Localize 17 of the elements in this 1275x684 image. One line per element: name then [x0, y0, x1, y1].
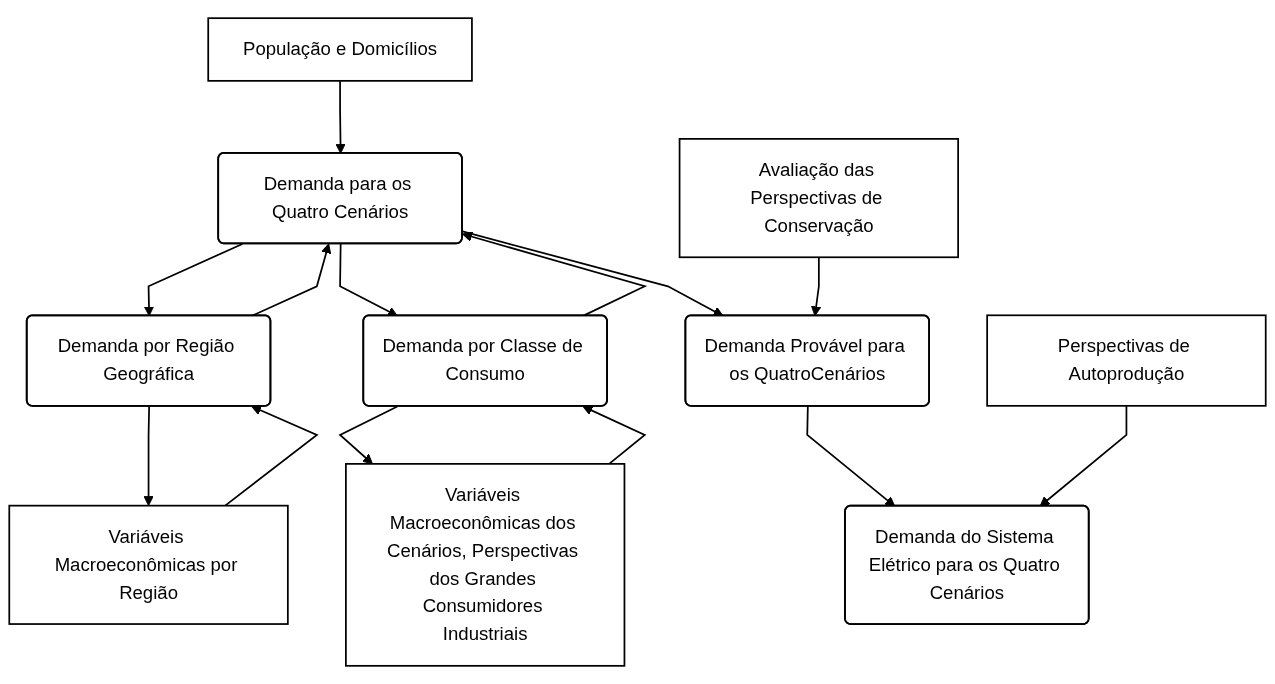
node-box: Avaliação das Perspectivas de Conservação — [678, 138, 959, 259]
arrow — [143, 243, 244, 317]
node-box: Variáveis Macroeconômicas dos Cenários, Perspectivas dos Grandes Consumidores Industriais — [345, 463, 626, 667]
arrow — [806, 405, 896, 507]
arrow — [462, 231, 648, 317]
arrow — [143, 405, 154, 507]
arrow — [811, 256, 822, 317]
node-box: Perspectivas de Autoprodução — [986, 314, 1267, 407]
arrow — [582, 405, 647, 465]
arrow — [224, 405, 319, 507]
node-box: População e Domicílios — [207, 17, 473, 82]
arrow — [339, 243, 398, 317]
arrow — [1039, 404, 1128, 507]
arrow — [335, 79, 346, 154]
arrow — [461, 230, 724, 317]
arrow — [338, 405, 399, 465]
node-box: Variáveis Macroeconômicas por Região — [8, 504, 289, 625]
